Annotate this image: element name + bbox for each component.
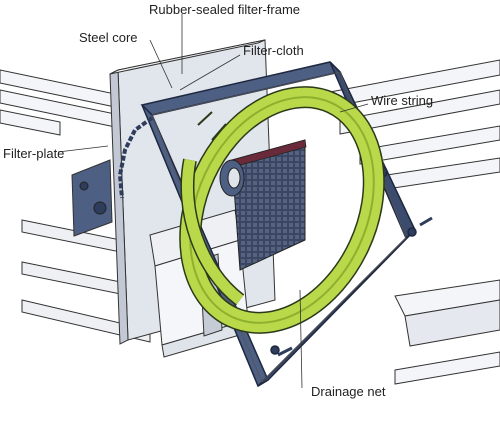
drainage-net <box>231 139 307 271</box>
leader-lines <box>57 14 369 389</box>
filter-cloth-ring <box>179 86 385 334</box>
label-steel-core: Steel core <box>79 30 138 45</box>
side-rails <box>0 59 500 191</box>
core-hub <box>219 159 245 197</box>
label-rubber-sealed-filter-frame: Rubber-sealed filter-frame <box>149 2 301 17</box>
lower-right-beam <box>394 279 500 385</box>
label-wire-string: Wire string <box>371 93 434 108</box>
label-filter-cloth: Filter-cloth <box>243 43 304 58</box>
label-drainage-net: Drainage net <box>311 384 386 399</box>
label-filter-plate: Filter-plate <box>3 146 65 161</box>
